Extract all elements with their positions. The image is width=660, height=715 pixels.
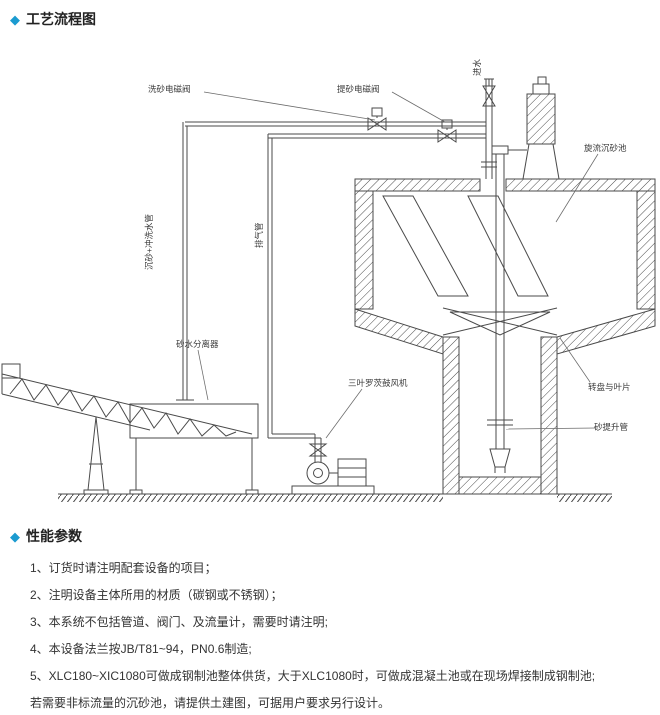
label-lift-valve: 提砂电磁阀: [337, 84, 380, 94]
label-turntable-blades: 转盘与叶片: [588, 382, 631, 392]
label-sand-water-separator: 砂水分离器: [176, 339, 219, 349]
diagram-labels: 进水 洗砂电磁阀 提砂电磁阀 旋流沉砂池 排气管 沉砂+冲洗水管 砂水分离器 三…: [144, 58, 631, 432]
label-wash-valve: 洗砂电磁阀: [148, 84, 191, 94]
label-inlet: 进水: [472, 58, 482, 76]
params-section-title: 性能参数: [26, 528, 82, 544]
ground-line: [58, 493, 612, 502]
exhaust-pipe-drawing: [267, 119, 486, 439]
parameters-list: 1、订货时请注明配套设备的项目； 2、注明设备主体所用的材质（碳钢或不锈钢）； …: [0, 549, 660, 715]
parameter-item: 1、订货时请注明配套设备的项目；: [30, 561, 217, 575]
sand-lift-pipe-drawing: [487, 145, 513, 473]
label-sand-lift-pipe: 砂提升管: [594, 422, 628, 432]
drive-motor-drawing: [508, 76, 564, 180]
parameter-item: 5、XLC180~XIC1080可做成钢制池整体供货，大于XLC1080时，可做…: [30, 669, 596, 683]
leader-lines: [197, 91, 599, 439]
label-grit-flush-pipe: 沉砂+冲洗水管: [144, 214, 154, 270]
flow-section-title: 工艺流程图: [26, 11, 96, 27]
diamond-bullet-icon: ◆: [10, 11, 20, 27]
params-section-header: ◆ 性能参数: [0, 517, 660, 549]
parameter-item: 4、本设备法兰按JB/T81~94，PN0.6制造;: [30, 642, 252, 656]
parameter-item: 3、本系统不包括管道、阀门、及流量计，需要时请注明;: [30, 615, 329, 629]
label-cyclone-tank: 旋流沉砂池: [584, 143, 627, 153]
wash-water-pipe-drawing: [176, 107, 486, 405]
label-exhaust-pipe: 排气管: [254, 222, 264, 248]
flow-diagram-svg: 进水 洗砂电磁阀 提砂电磁阀 旋流沉砂池 排气管 沉砂+冲洗水管 砂水分离器 三…: [1, 58, 656, 502]
flow-section-header: ◆ 工艺流程图: [0, 0, 660, 32]
roots-blower-drawing: [291, 434, 375, 495]
cyclone-tank-structure: [354, 178, 656, 495]
sand-water-separator-drawing: [1, 363, 259, 495]
process-flow-diagram: 进水 洗砂电磁阀 提砂电磁阀 旋流沉砂池 排气管 沉砂+冲洗水管 砂水分离器 三…: [0, 32, 660, 517]
label-roots-blower: 三叶罗茨鼓风机: [348, 378, 408, 388]
diamond-bullet-icon: ◆: [10, 528, 20, 544]
inlet-pipe-drawing: [481, 78, 497, 179]
parameter-item: 若需要非标流量的沉砂池，请提供土建图，可据用户要求另行设计。: [30, 696, 391, 710]
parameter-item: 2、注明设备主体所用的材质（碳钢或不锈钢）；: [30, 588, 283, 602]
